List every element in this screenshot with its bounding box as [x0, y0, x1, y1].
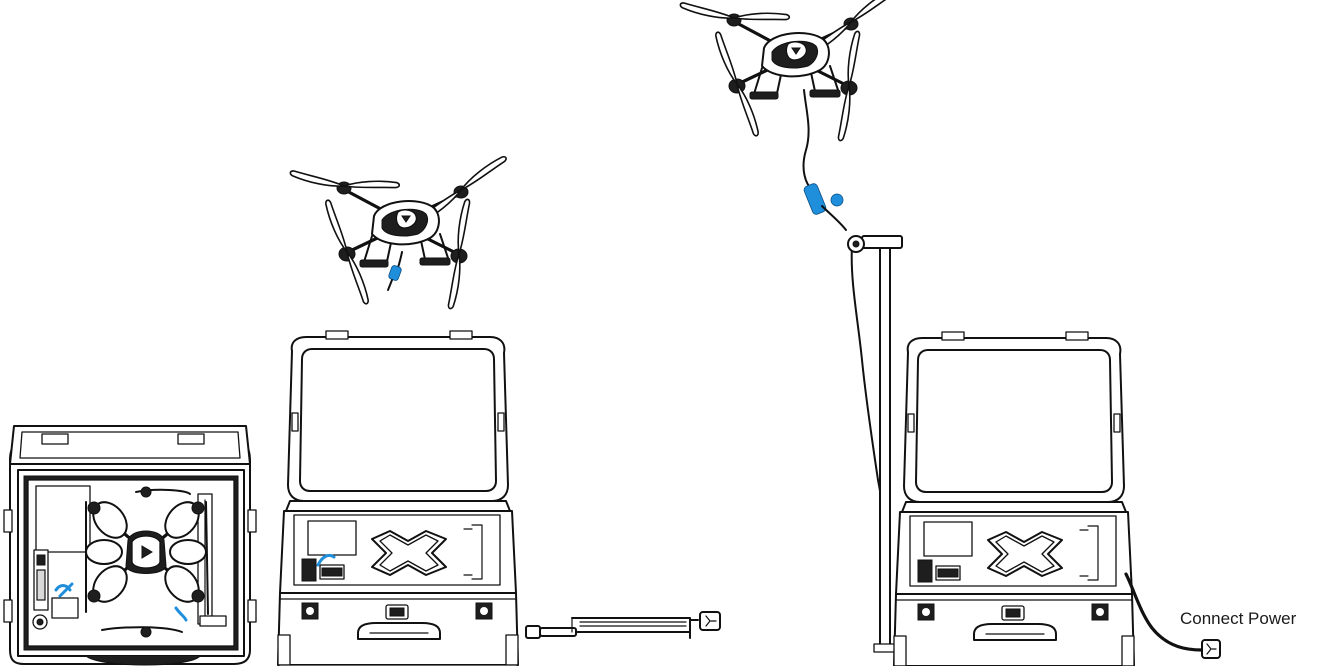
connect-power-label: Connect Power	[1180, 609, 1297, 628]
tether-mast-icon	[847, 235, 903, 653]
drone-icon	[290, 155, 509, 309]
tether-cable	[802, 89, 889, 541]
power-cord	[525, 611, 721, 639]
equipment-case-open	[277, 330, 519, 666]
tethered-drone	[680, 0, 899, 141]
power-plug-icon	[699, 611, 721, 631]
equipment-case-deployed	[893, 331, 1135, 666]
equipment-case-icon	[277, 330, 519, 666]
case-top-view	[3, 425, 257, 666]
drone-detached	[290, 155, 509, 309]
tethered-drone-icon	[680, 0, 899, 141]
power-plug-icon	[1201, 639, 1221, 659]
power-cable-connected	[1124, 572, 1221, 659]
